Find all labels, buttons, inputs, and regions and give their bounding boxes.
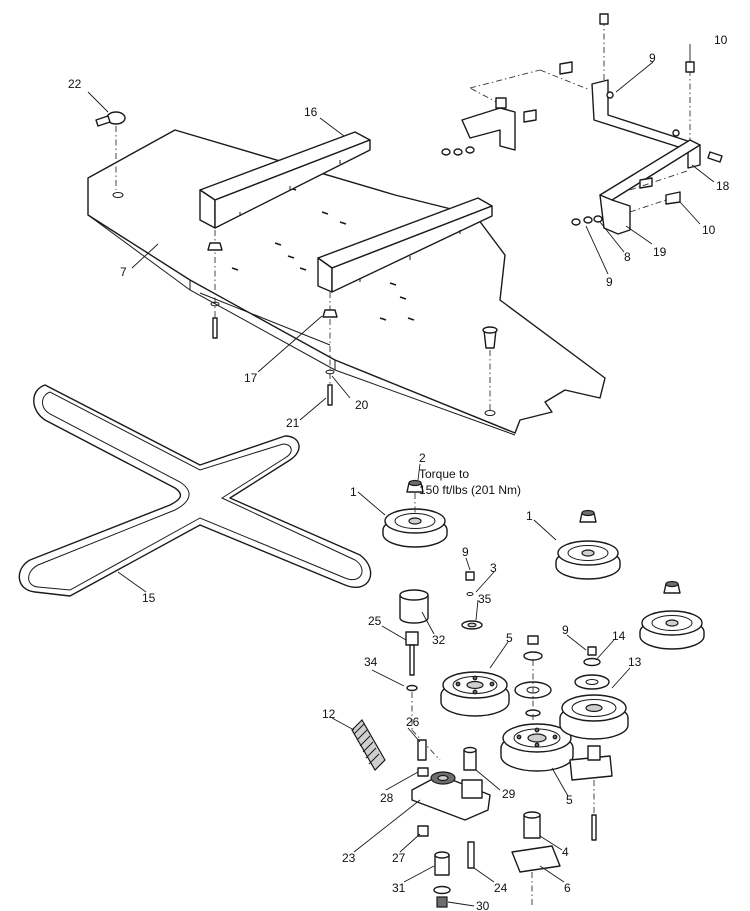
callout-5-upper: 5 xyxy=(506,631,513,645)
callout-24: 24 xyxy=(494,881,508,895)
callout-9-idler: 9 xyxy=(462,545,469,559)
callout-30: 30 xyxy=(476,899,490,911)
callout-8: 8 xyxy=(624,250,631,264)
deck-spindle-stud xyxy=(482,326,498,410)
drive-belt xyxy=(18,384,372,597)
callout-31: 31 xyxy=(392,881,406,895)
callout-19: 19 xyxy=(653,245,667,259)
spacer-32 xyxy=(399,589,429,624)
pulley-left xyxy=(382,479,448,548)
callout-9-right: 9 xyxy=(562,623,569,637)
callout-29: 29 xyxy=(502,787,516,801)
callout-26: 26 xyxy=(406,715,420,729)
callout-23: 23 xyxy=(342,851,356,865)
callout-16: 16 xyxy=(304,105,318,119)
spacer-4-and-plate-6 xyxy=(511,811,561,905)
pulley-center xyxy=(555,509,621,580)
callout-labels: 22 16 7 17 20 21 9 10 18 10 19 8 9 2 Tor… xyxy=(68,33,730,911)
deck-brace-front xyxy=(317,197,493,293)
callout-6: 6 xyxy=(564,881,571,895)
idler-pulley-lower xyxy=(500,723,574,772)
deck-brace-rear xyxy=(199,131,371,229)
spacer-29 xyxy=(463,746,477,771)
callout-32: 32 xyxy=(432,633,446,647)
callout-34: 34 xyxy=(364,655,378,669)
idler-pulley-right xyxy=(559,646,629,841)
callout-21: 21 xyxy=(286,416,300,430)
callout-2: 2 xyxy=(419,451,426,465)
callout-22: 22 xyxy=(68,77,82,91)
callout-10-lower: 10 xyxy=(702,223,716,237)
callout-15: 15 xyxy=(142,591,156,605)
callout-28: 28 xyxy=(380,791,394,805)
callout-1-left: 1 xyxy=(350,485,357,499)
callout-27: 27 xyxy=(392,851,406,865)
callout-1-center: 1 xyxy=(526,509,533,523)
brace-fasteners xyxy=(207,230,338,406)
callout-5-lower: 5 xyxy=(566,793,573,807)
callout-13: 13 xyxy=(628,655,642,669)
callout-7: 7 xyxy=(120,265,127,279)
callout-18: 18 xyxy=(716,179,730,193)
callout-10-upper: 10 xyxy=(714,33,728,47)
callout-14: 14 xyxy=(612,629,626,643)
spring-12 xyxy=(351,719,386,771)
callout-35: 35 xyxy=(478,592,492,606)
idler-arm xyxy=(411,739,491,908)
callout-12: 12 xyxy=(322,707,336,721)
leader-lines xyxy=(87,44,715,907)
grease-fitting xyxy=(95,111,126,190)
washers-center xyxy=(514,635,552,720)
idler-pulley-upper xyxy=(440,571,510,717)
callout-20: 20 xyxy=(355,398,369,412)
pulley-right xyxy=(639,580,705,650)
callout-3: 3 xyxy=(490,561,497,575)
callout-17: 17 xyxy=(244,371,258,385)
torque-note-line2: 150 ft/lbs (201 Nm) xyxy=(419,483,521,497)
torque-note-line1: Torque to xyxy=(419,467,469,481)
callout-4: 4 xyxy=(562,845,569,859)
callout-9-bracket: 9 xyxy=(606,275,613,289)
callout-9-upper: 9 xyxy=(649,51,656,65)
bolt-25 xyxy=(405,631,441,761)
upper-bracket-assembly xyxy=(441,13,723,235)
callout-25: 25 xyxy=(368,614,382,628)
